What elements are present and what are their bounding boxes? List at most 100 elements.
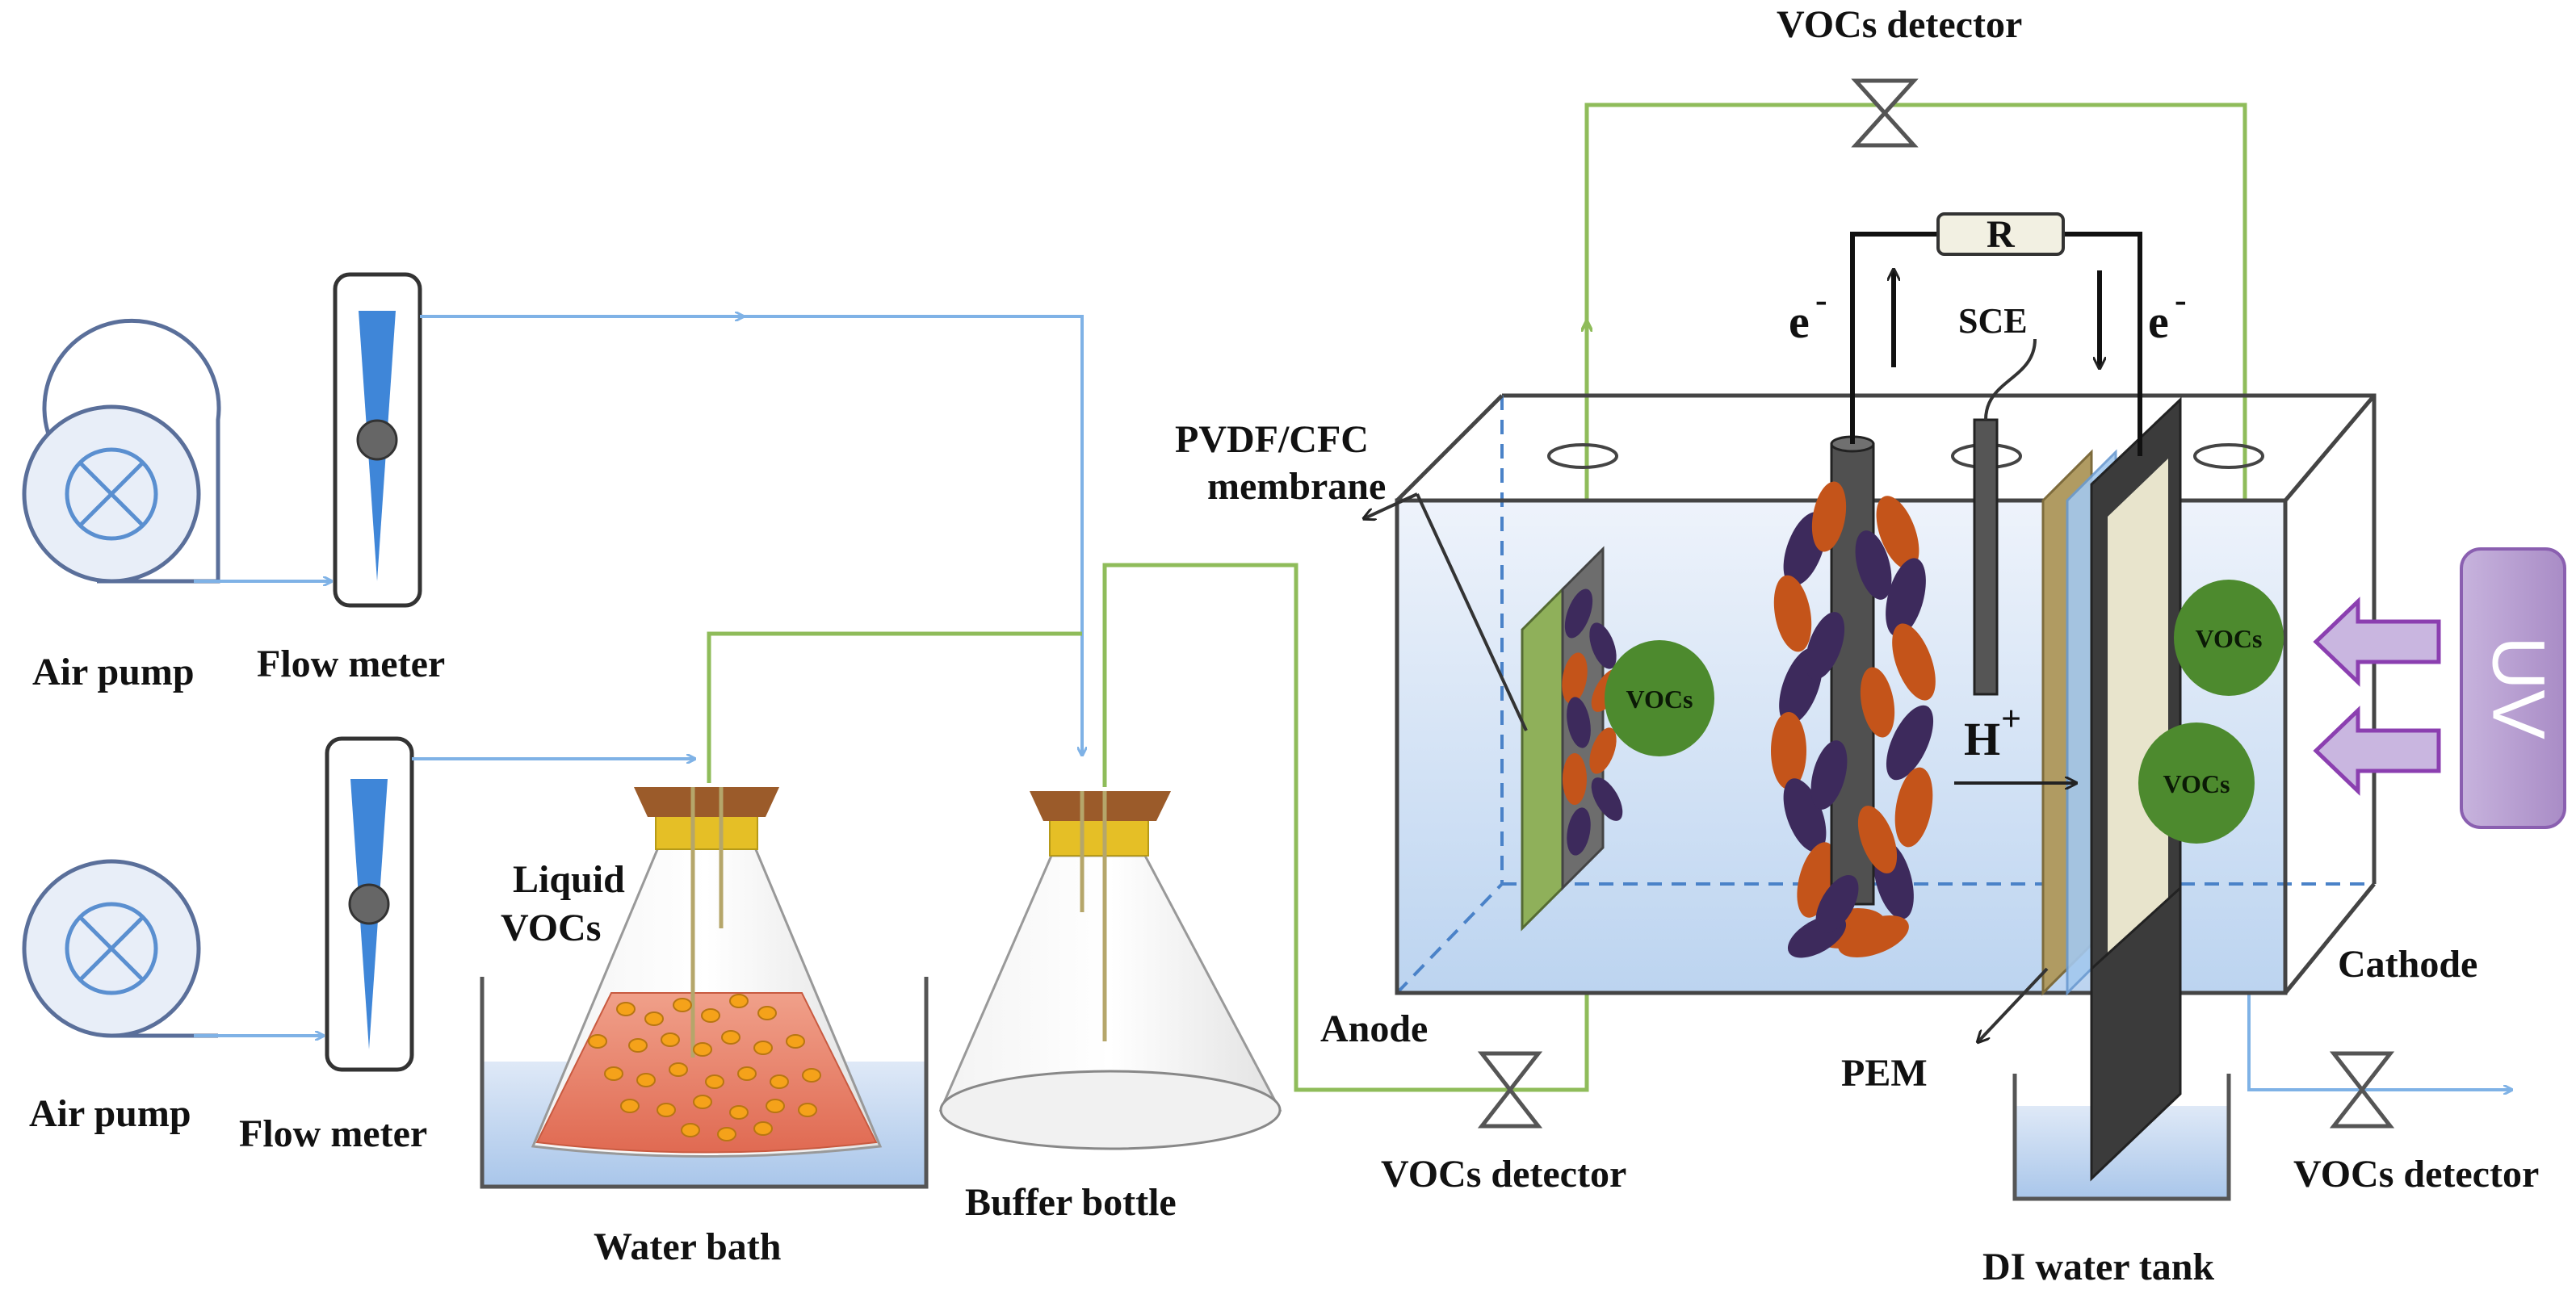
pem-label: PEM: [1841, 1052, 1928, 1095]
uv-arrow-upper: [2313, 597, 2441, 687]
vocs-detector-bottom-valve: [1477, 1051, 1543, 1129]
electron-right-label: e: [2148, 295, 2169, 348]
sce-reference-electrode: [1973, 338, 2037, 696]
vocs-detector-top-label: VOCs detector: [1777, 3, 2022, 46]
cathode-vocs-text-upper: VOCs: [2196, 624, 2263, 653]
voc-droplet: [729, 1105, 749, 1120]
flow-meter-2-label: Flow meter: [239, 1112, 427, 1155]
bacterium: [1892, 623, 1936, 701]
uv-lamp: [2460, 547, 2566, 829]
voc-droplet: [604, 1066, 623, 1081]
electron-left-sup: -: [1815, 280, 1827, 320]
air-pump-2: [22, 859, 201, 1038]
bacterium: [1876, 496, 1919, 570]
voc-droplet: [588, 1034, 607, 1049]
cathode-vocs-blob-upper: [2174, 580, 2284, 696]
voc-droplet: [628, 1038, 648, 1053]
voc-droplet: [681, 1123, 700, 1137]
bacterium: [1805, 612, 1845, 680]
membrane-bacteria: [1562, 588, 1623, 856]
bacterium: [1773, 575, 1812, 652]
bacterium: [1589, 622, 1617, 669]
anode-label: Anode: [1320, 1007, 1428, 1050]
voc-droplet: [753, 1041, 773, 1055]
voc-droplet: [766, 1099, 785, 1113]
bacterium: [1838, 915, 1909, 957]
cathode-vocs-blob-lower: [2138, 722, 2255, 844]
bacterium: [1894, 767, 1933, 848]
voc-droplet: [616, 1002, 636, 1016]
electron-left-label: e: [1789, 295, 1810, 348]
voc-droplet: [673, 998, 692, 1012]
voc-droplet: [737, 1066, 757, 1081]
flow-meter-1: [333, 272, 422, 608]
proton-sup: +: [2001, 699, 2021, 739]
bacterium: [1886, 558, 1926, 637]
voc-droplet: [657, 1103, 676, 1117]
bacterium: [1567, 697, 1591, 748]
bacterium: [1811, 481, 1847, 552]
anode-bacteria-front: [1805, 481, 1909, 957]
resistor: [1936, 212, 2065, 256]
bacterium: [1860, 667, 1895, 738]
bacterium: [1564, 588, 1593, 639]
bacterium: [1589, 727, 1617, 774]
bacterium: [1562, 652, 1588, 704]
bacterium: [1810, 740, 1848, 810]
membrane-label-line1: PVDF/CFC: [1175, 418, 1369, 461]
cathode-label: Cathode: [2338, 943, 2477, 986]
voc-droplet: [669, 1062, 688, 1077]
voc-droplet: [717, 1127, 736, 1141]
voc-droplet: [693, 1042, 712, 1057]
electron-right-sup: -: [2175, 280, 2187, 320]
membrane-pointer-2: [1416, 493, 1528, 731]
voc-droplets: [588, 994, 821, 1141]
membrane-label-line2: membrane: [1207, 465, 1386, 508]
liquid-vocs-label-line2: VOCs: [501, 907, 601, 949]
bacterium: [1886, 705, 1934, 781]
anode-vocs-blob: [1605, 640, 1714, 756]
bacterium: [1563, 753, 1587, 805]
uv-arrow-lower: [2313, 706, 2441, 796]
cathode-vocs-text-lower: VOCs: [2163, 769, 2230, 798]
voc-droplet: [770, 1074, 789, 1089]
air-pump-2-label: Air pump: [29, 1092, 191, 1135]
voc-droplet: [661, 1032, 680, 1047]
bacterium: [1771, 712, 1806, 789]
uv-label: UV: [2477, 636, 2560, 739]
buffer-bottle: [938, 791, 1282, 1150]
cathode-electrode-lower: [2090, 885, 2182, 1182]
vocs-detector-right-valve: [2329, 1051, 2395, 1129]
bacterium: [1567, 807, 1591, 856]
flow-meter-2: [325, 736, 414, 1072]
bacterium: [1857, 806, 1898, 873]
anode-vocs-text: VOCs: [1626, 685, 1693, 714]
di-water-tank-label: DI water tank: [1982, 1246, 2214, 1288]
voc-droplet: [644, 1011, 664, 1026]
vocs-detector-bottom-label: VOCs detector: [1381, 1153, 1626, 1196]
voc-droplet: [693, 1095, 712, 1109]
bacterium: [1591, 777, 1623, 821]
flow-meter-1-label: Flow meter: [257, 643, 445, 685]
pem-pointer: [1978, 967, 2049, 1041]
voc-droplet: [636, 1073, 656, 1087]
voc-droplet: [721, 1030, 740, 1045]
voc-droplet: [753, 1121, 773, 1136]
proton-label: H: [1964, 713, 2000, 765]
bacterium: [1855, 530, 1892, 600]
voc-droplet: [701, 1008, 720, 1023]
air-pump-1: [22, 318, 221, 584]
vocs-detector-top-valve: [1851, 78, 1919, 148]
voc-droplet: [802, 1068, 821, 1083]
vocs-detector-right-label: VOCs detector: [2293, 1153, 2539, 1196]
membrane-pointer-1: [1365, 492, 1418, 518]
bacterium: [1815, 874, 1859, 934]
voc-droplet: [705, 1074, 724, 1089]
resistor-label: R: [1987, 213, 2016, 256]
air-pump-1-label: Air pump: [32, 651, 195, 693]
voc-droplet: [729, 994, 749, 1008]
liquid-vocs-label-line1: Liquid: [513, 858, 625, 901]
sce-label: SCE: [1958, 301, 2028, 341]
